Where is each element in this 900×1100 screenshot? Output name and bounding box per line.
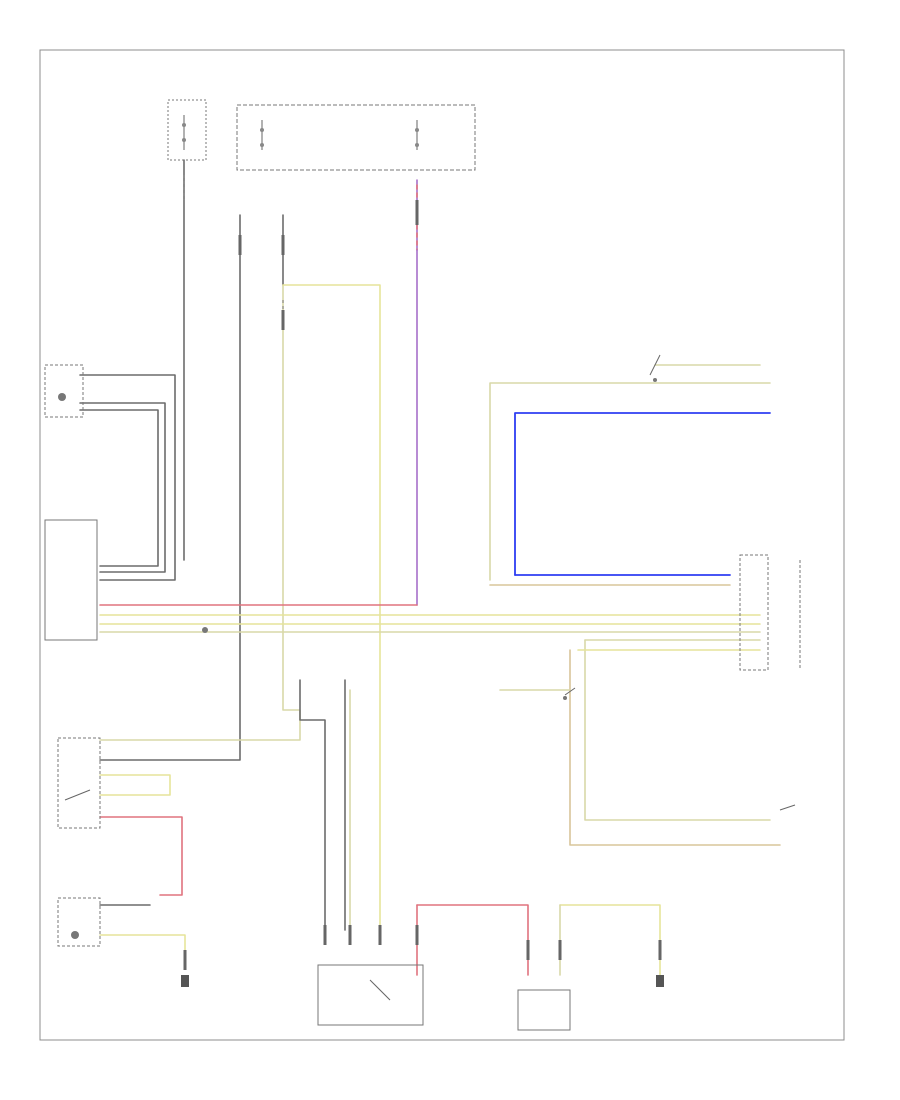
headlight-range-control-motor-right	[517, 989, 571, 1031]
ground-icon	[202, 627, 208, 633]
engine-control-module	[739, 554, 801, 671]
ground-icon	[656, 975, 664, 987]
diagram-frame	[39, 49, 845, 1041]
fuse-icon	[260, 120, 264, 150]
headlight-relay	[317, 964, 424, 1026]
fuse-icon	[167, 99, 207, 161]
ground-icon	[181, 975, 189, 987]
headlight-control-module	[44, 519, 98, 641]
fuse-box-top	[167, 99, 476, 171]
switch-icon	[563, 687, 576, 700]
headlight-range-control-motor	[57, 897, 101, 947]
headlight-leveling-sensor	[779, 804, 796, 811]
fuse-icon	[415, 120, 419, 150]
switch-icon	[649, 354, 661, 382]
headlamp-range-switch	[44, 364, 84, 418]
headlight-switch	[57, 737, 101, 829]
